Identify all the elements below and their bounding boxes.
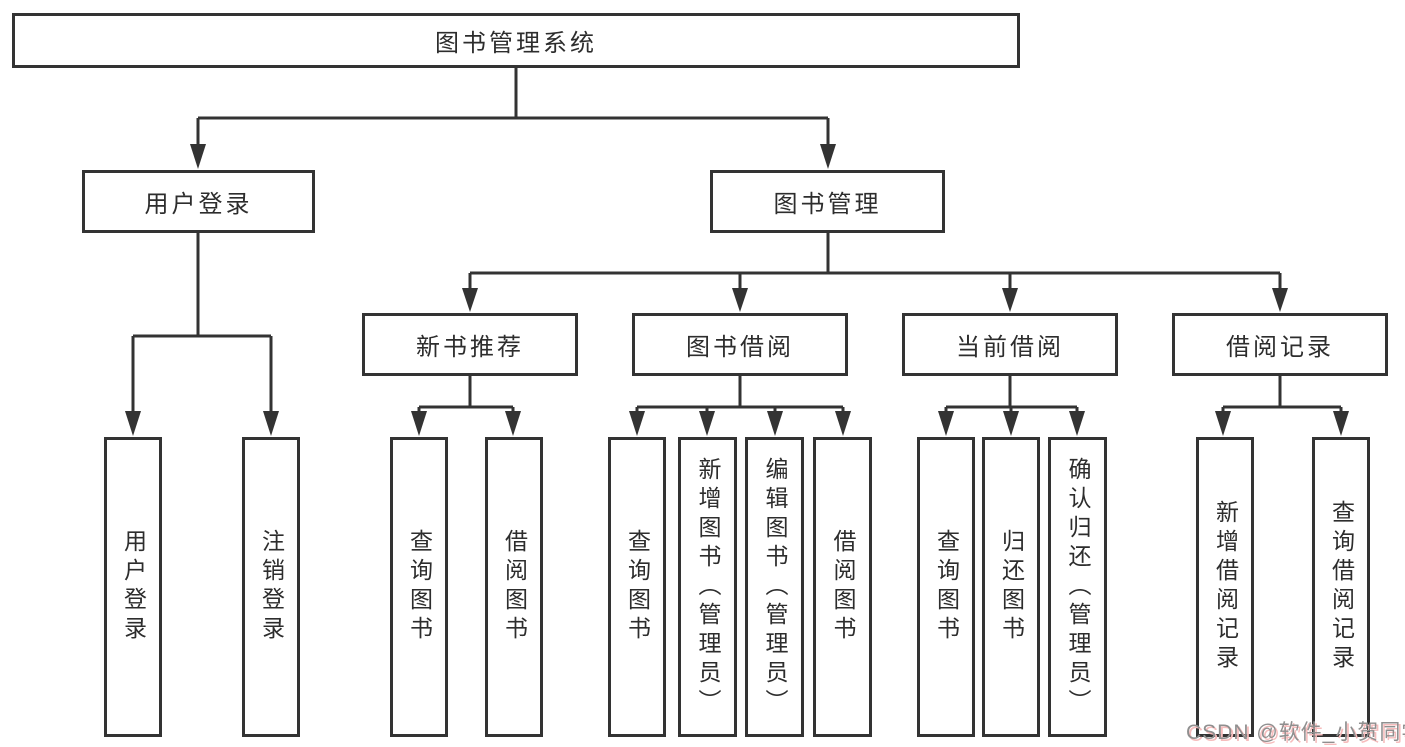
leaf-records-query-borrow-record: 查询借阅记录 [1312, 437, 1370, 737]
leaf-current-query-books: 查询图书 [917, 437, 975, 737]
arrowheads [125, 144, 1349, 436]
leaf-borrowing-add-books-admin: 新增图书（管理员） [678, 437, 737, 737]
node-new-book-recommend: 新书推荐 [362, 313, 578, 376]
leaf-records-add-borrow-record: 新增借阅记录 [1196, 437, 1254, 737]
node-book-management: 图书管理 [710, 170, 945, 233]
leaf-user-login: 用户登录 [104, 437, 162, 737]
node-library-system: 图书管理系统 [12, 13, 1020, 68]
node-borrow-records: 借阅记录 [1172, 313, 1388, 376]
node-book-borrowing: 图书借阅 [632, 313, 848, 376]
leaf-newbooks-query-books: 查询图书 [390, 437, 448, 737]
leaf-current-return-books: 归还图书 [982, 437, 1040, 737]
leaf-newbooks-borrow-books: 借阅图书 [485, 437, 543, 737]
node-user-login: 用户登录 [82, 170, 315, 233]
leaf-borrowing-query-books: 查询图书 [608, 437, 666, 737]
leaf-logout-login: 注销登录 [242, 437, 300, 737]
csdn-watermark: CSDN @软件_小贺同学 [1186, 721, 1405, 744]
leaf-borrowing-edit-books-admin: 编辑图书（管理员） [745, 437, 804, 737]
leaf-borrowing-borrow-books: 借阅图书 [813, 437, 872, 737]
leaf-current-confirm-return-admin: 确认归还（管理员） [1048, 437, 1107, 737]
node-current-borrowing: 当前借阅 [902, 313, 1118, 376]
